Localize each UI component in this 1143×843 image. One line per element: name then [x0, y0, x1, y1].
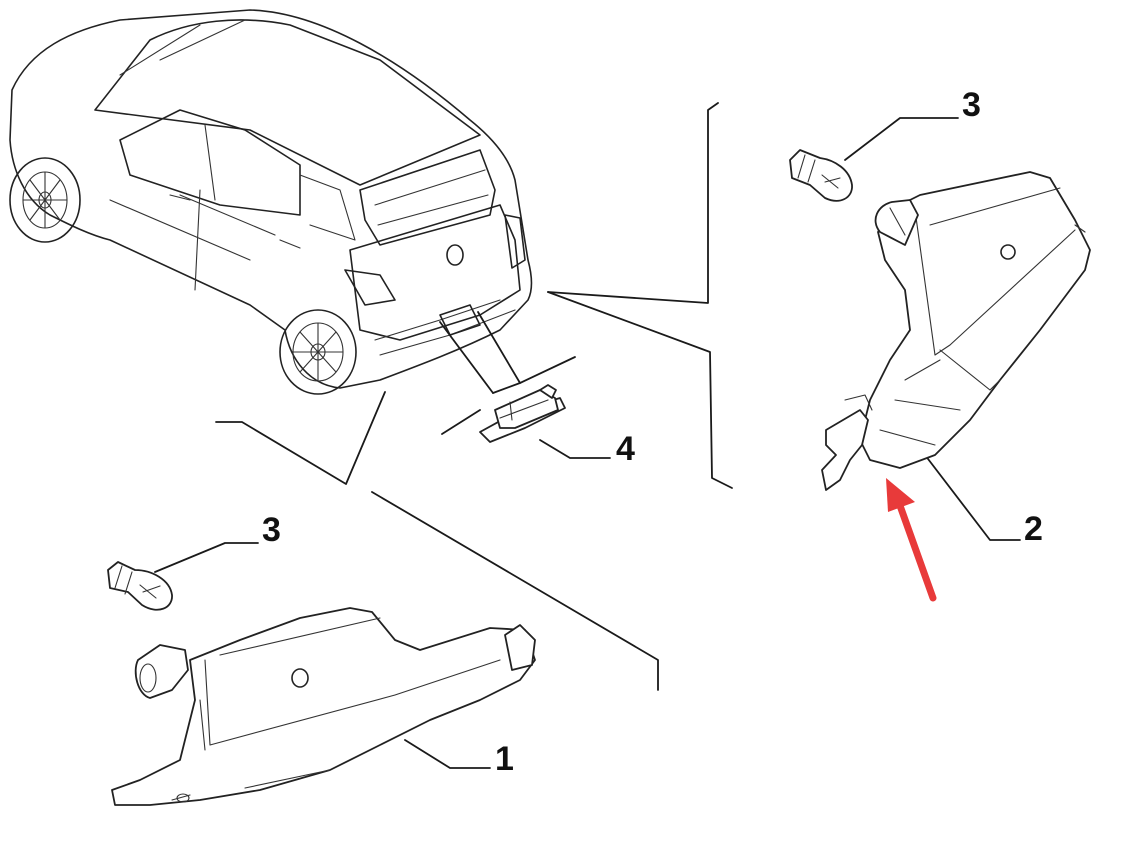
rear-lamp-right	[821, 171, 1091, 491]
callout-4: 4	[616, 430, 635, 468]
callout-2: 2	[1024, 510, 1043, 548]
callout-3-upper: 3	[962, 86, 981, 124]
car-drawing	[9, 9, 533, 395]
bulb-upper	[789, 149, 853, 202]
red-arrow	[886, 478, 937, 602]
licence-plate-lamp	[479, 384, 566, 443]
bulb-lower	[107, 561, 173, 611]
callout-3-lower: 3	[262, 511, 281, 549]
leader-lines	[154, 102, 1021, 769]
callout-1: 1	[495, 740, 514, 778]
rear-lamp-left	[111, 607, 536, 806]
